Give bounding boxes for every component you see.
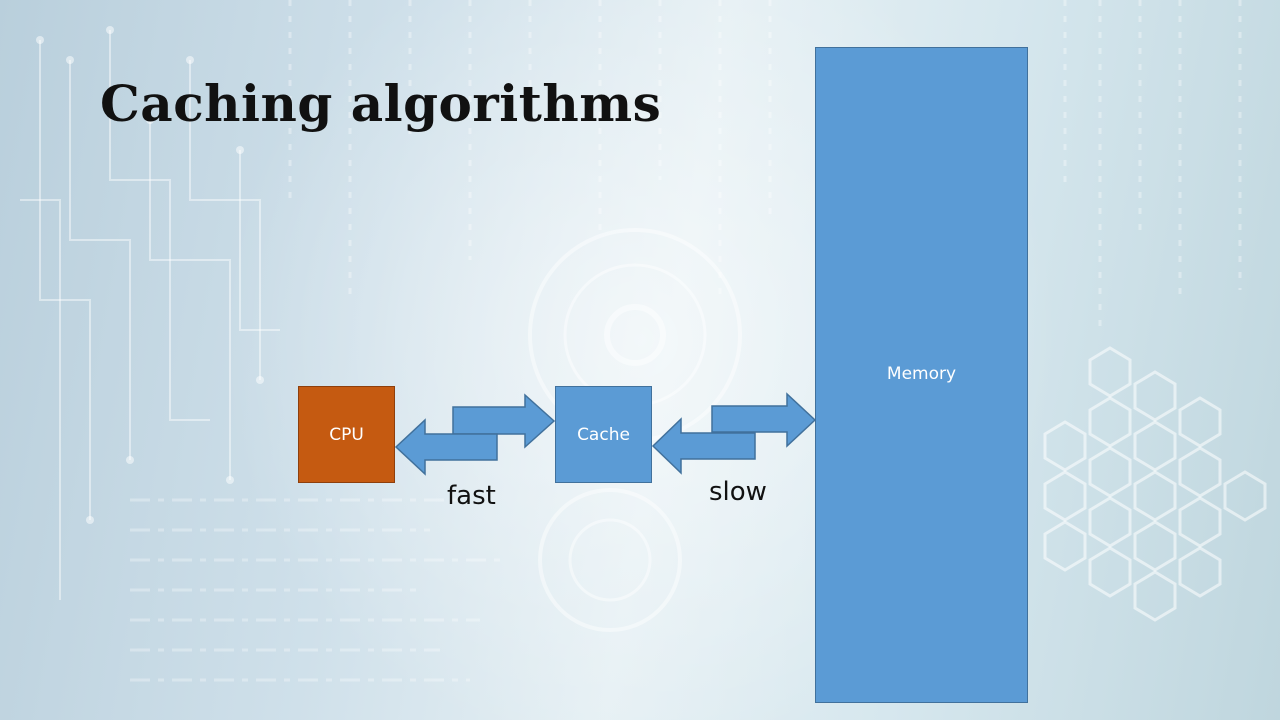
slow-label: slow bbox=[709, 477, 767, 507]
memory-label: Memory bbox=[886, 364, 957, 384]
fast-label: fast bbox=[447, 481, 496, 511]
memory-box: Memory bbox=[815, 47, 1028, 703]
cache-label: Cache bbox=[577, 424, 630, 445]
slide-title: Caching algorithms bbox=[100, 74, 662, 133]
cache-box: Cache bbox=[555, 386, 652, 483]
cpu-box: CPU bbox=[298, 386, 395, 483]
cpu-label: CPU bbox=[329, 424, 364, 445]
